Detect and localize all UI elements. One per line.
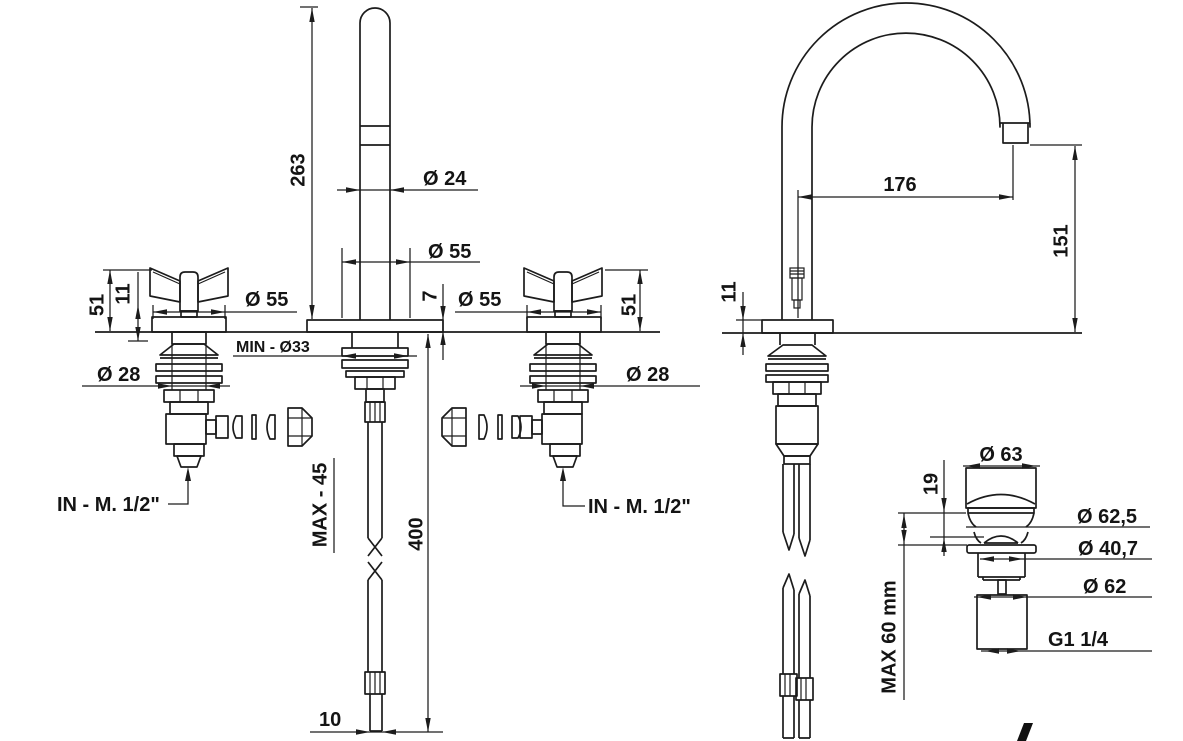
side-shank bbox=[765, 333, 829, 465]
right-valve bbox=[519, 331, 597, 468]
left-valve bbox=[155, 331, 229, 468]
dim-left-handle-diameter: Ø 55 bbox=[152, 289, 297, 319]
aerator-insert bbox=[789, 267, 805, 309]
left-escutcheon bbox=[151, 316, 227, 333]
dim-label-7: 7 bbox=[419, 290, 441, 301]
callout-left-inlet: IN - M. 1/2" bbox=[57, 467, 191, 516]
drain-detail: Ø 63 19 MAX 60 mm Ø 62,5 Ø 40,7 bbox=[878, 444, 1152, 700]
dim-body-diameter: Ø 62 bbox=[974, 576, 1152, 600]
dim-hose-length: 400 bbox=[405, 334, 431, 732]
dim-left-handle-cap: 11 bbox=[112, 272, 148, 342]
dim-thread: G1 1/4 bbox=[981, 629, 1152, 654]
dim-left-body-diameter: Ø 28 bbox=[82, 364, 230, 389]
hose-upper bbox=[367, 422, 383, 538]
dim-label-min-o33: MIN - Ø33 bbox=[236, 339, 310, 356]
hex-nut bbox=[287, 407, 313, 447]
dim-label-o55-left: Ø 55 bbox=[245, 289, 288, 311]
drain-cap bbox=[965, 467, 1037, 514]
dim-label-max60: MAX 60 mm bbox=[878, 580, 900, 693]
callout-right-inlet: IN - M. 1/2" bbox=[560, 467, 691, 518]
dim-label-o28-right: Ø 28 bbox=[626, 364, 669, 386]
dim-escutcheon-thickness: 7 bbox=[419, 284, 446, 360]
drain-thread-cylinder bbox=[976, 594, 1028, 650]
dim-label-o24: Ø 24 bbox=[423, 168, 467, 190]
dim-cap-height: 19 bbox=[920, 460, 984, 556]
dim-label-o28-left: Ø 28 bbox=[97, 364, 140, 386]
dim-right-handle-height: 51 bbox=[605, 269, 648, 331]
side-hoses bbox=[779, 464, 814, 739]
side-view: 176 151 11 bbox=[718, 2, 1082, 739]
label-inlet-right: IN - M. 1/2" bbox=[588, 496, 691, 518]
hose-lower bbox=[367, 580, 383, 672]
dim-label-o55-right: Ø 55 bbox=[458, 289, 501, 311]
dim-label-o63: Ø 63 bbox=[979, 444, 1022, 466]
spout-shank bbox=[341, 332, 409, 732]
dim-label-max45: MAX - 45 bbox=[309, 463, 331, 547]
dim-label-19: 19 bbox=[920, 473, 942, 495]
hose-tip bbox=[369, 694, 383, 732]
hose-break-lower bbox=[367, 561, 383, 581]
right-exploded-parts bbox=[441, 407, 522, 447]
logo-fragment bbox=[1017, 723, 1033, 741]
hex-nut bbox=[441, 407, 467, 447]
dim-label-11-side: 11 bbox=[718, 281, 740, 302]
dim-label-51-right: 51 bbox=[618, 294, 640, 316]
dim-label-11-left: 11 bbox=[112, 283, 134, 304]
front-view: 263 Ø 24 Ø 55 7 MIN - Ø33 bbox=[57, 6, 700, 735]
dim-label-o55-spout: Ø 55 bbox=[428, 241, 471, 263]
dim-hose-max-depth: MAX - 45 bbox=[309, 458, 335, 553]
spout-outlet bbox=[1002, 123, 1029, 144]
dim-cap-diameter: Ø 63 bbox=[963, 444, 1040, 469]
dim-right-handle-diameter: Ø 55 bbox=[455, 289, 602, 319]
spout-escutcheon bbox=[306, 319, 444, 333]
right-escutcheon bbox=[526, 316, 602, 333]
dim-label-10: 10 bbox=[319, 709, 341, 731]
dim-label-o407: Ø 40,7 bbox=[1078, 538, 1138, 560]
gooseneck-spout bbox=[761, 2, 1031, 334]
dim-flange-diameter: Ø 62,5 bbox=[966, 506, 1150, 528]
dim-label-151: 151 bbox=[1050, 224, 1072, 257]
dim-side-escutcheon-height: 11 bbox=[718, 281, 762, 355]
dim-hose-tip: 10 bbox=[310, 709, 443, 735]
hose-break-upper bbox=[367, 537, 383, 557]
right-handle bbox=[523, 267, 603, 333]
left-handle bbox=[149, 267, 229, 333]
side-escutcheon bbox=[761, 319, 834, 334]
dim-spout-base-diameter: Ø 55 bbox=[341, 241, 480, 318]
dim-label-51-left: 51 bbox=[86, 294, 108, 316]
dim-outlet-height: 151 bbox=[1030, 144, 1082, 332]
left-exploded-parts bbox=[232, 407, 313, 447]
dim-spout-reach: 176 bbox=[797, 145, 1014, 318]
dim-label-400: 400 bbox=[405, 517, 427, 550]
dim-label-g114: G1 1/4 bbox=[1048, 629, 1109, 651]
dim-right-body-diameter: Ø 28 bbox=[520, 364, 700, 389]
label-inlet-left: IN - M. 1/2" bbox=[57, 494, 160, 516]
dim-min-hole: MIN - Ø33 bbox=[233, 339, 417, 359]
dim-inner-diameter: Ø 40,7 bbox=[980, 538, 1152, 562]
drain-body bbox=[966, 512, 1037, 650]
dim-label-o625: Ø 62,5 bbox=[1077, 506, 1137, 528]
dim-spout-tube-diameter: Ø 24 bbox=[337, 168, 478, 193]
dim-label-176: 176 bbox=[883, 174, 916, 196]
dim-counter-max: MAX 60 mm bbox=[878, 512, 967, 700]
dim-spout-height: 263 bbox=[287, 6, 318, 319]
dim-left-handle-height: 51 bbox=[86, 269, 152, 331]
dim-label-o62: Ø 62 bbox=[1083, 576, 1126, 598]
dim-label-263: 263 bbox=[287, 153, 309, 186]
